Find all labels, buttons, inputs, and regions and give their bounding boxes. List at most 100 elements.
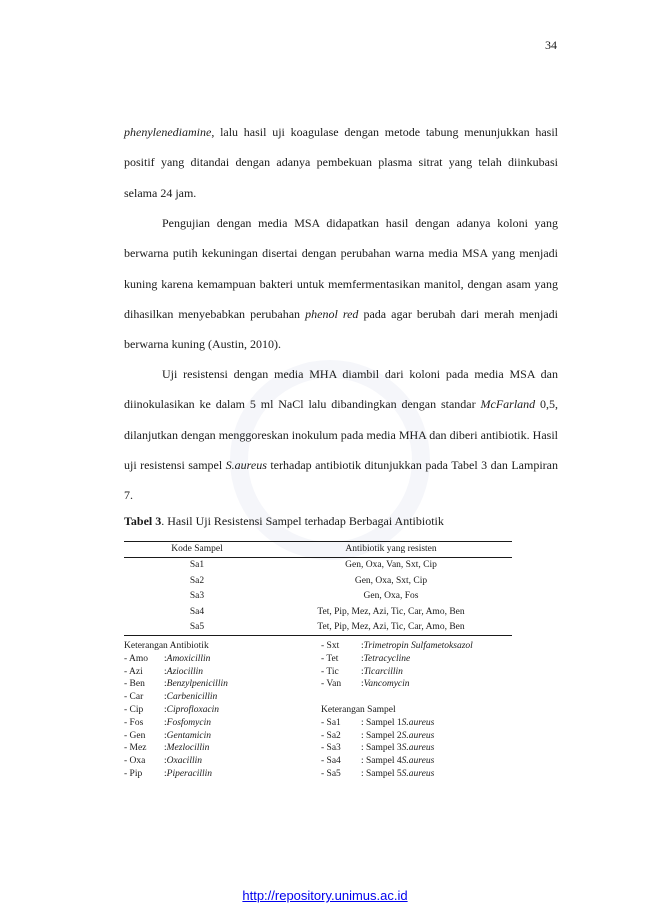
legend-sample-desc: : Sampel 3	[361, 743, 402, 754]
repository-link[interactable]: http://repository.unimus.ac.id	[242, 888, 408, 903]
legend-item: - Pip: Piperacillin	[124, 768, 314, 781]
table-header-row: Kode Sampel Antibiotik yang resisten	[124, 542, 512, 557]
legend-sample-item: - Sa4 : Sampel 4 S.aureus	[321, 755, 521, 768]
legend-name: Oxacillin	[166, 756, 202, 767]
legend-abbr: - Car	[124, 692, 144, 703]
paragraph-3: Uji resistensi dengan media MHA diambil …	[124, 359, 558, 510]
table-row: Sa1 Gen, Oxa, Van, Sxt, Cip	[124, 558, 512, 573]
header-sample-code: Kode Sampel	[171, 544, 223, 554]
legend-sep: :	[361, 653, 364, 664]
legend-item: - Gen: Gentamicin	[124, 730, 314, 743]
table-row: Sa3 Gen, Oxa, Fos	[124, 589, 512, 604]
legend-name: Amoxicillin	[166, 653, 211, 664]
legend-abbr: - Amo	[124, 653, 149, 664]
paragraph-text: , lalu hasil uji koagulase dengan metode…	[124, 125, 558, 200]
paragraph-2: Pengujian dengan media MSA didapatkan ha…	[124, 208, 558, 359]
legend-abbr: - Tic	[321, 666, 339, 677]
legend-item: - Cip: Ciprofloxacin	[124, 704, 314, 717]
legend-antibiotics-left: Keterangan Antibiotik - Amo: Amoxicillin…	[124, 640, 314, 781]
sample-code-cell: Sa3	[189, 591, 205, 602]
sample-code-cell: Sa5	[189, 621, 205, 632]
legend-antibiotic-title: Keterangan Antibiotik	[124, 641, 209, 651]
legend-name: Piperacillin	[166, 768, 213, 779]
legend-name: Ciprofloxacin	[166, 704, 220, 715]
italic-term: phenylenediamine	[124, 125, 212, 139]
legend-item: - Amo: Amoxicillin	[124, 653, 314, 666]
legend-sample-desc: : Sampel 4	[361, 756, 402, 767]
legend-item: - Tet: Tetracycline	[321, 653, 521, 666]
legend-species: S.aureus	[401, 743, 435, 754]
legend-abbr: - Sa3	[321, 743, 341, 754]
legend-name: Mezlocillin	[166, 743, 210, 754]
sample-code-cell: Sa4	[189, 606, 205, 617]
antibiotics-cell: Tet, Pip, Mez, Azi, Tic, Car, Amo, Ben	[317, 606, 465, 617]
legend-sample-title: Keterangan Sampel	[321, 704, 396, 715]
legend-item: - Van: Vancomycin	[321, 678, 521, 691]
legend-species: S.aureus	[401, 730, 435, 741]
legend-abbr: - Fos	[124, 717, 144, 728]
legend-abbr: - Sa4	[321, 756, 341, 767]
paragraph-text: Uji resistensi dengan media MHA diambil …	[124, 367, 558, 412]
legend-abbr: - Mez	[124, 743, 147, 754]
paragraph-text: pada agar berubah dari merah menjadi ber…	[124, 306, 559, 352]
legend-abbr: - Sxt	[321, 641, 340, 651]
page-number: 34	[545, 38, 557, 52]
legend-abbr: - Cip	[124, 704, 144, 715]
antibiotics-cell: Gen, Oxa, Van, Sxt, Cip	[345, 560, 437, 571]
italic-term: phenol red	[305, 306, 359, 321]
legend-antibiotics-right: - Sxt: Trimetropin Sulfametoksazol - Tet…	[321, 640, 521, 781]
legend-sample-desc: : Sampel 5	[361, 768, 402, 779]
resistance-table: Kode Sampel Antibiotik yang resisten Sa1…	[124, 541, 512, 637]
header-resistant-antibiotics: Antibiotik yang resisten	[345, 544, 437, 554]
legend-sep: :	[164, 768, 167, 779]
legend-species: S.aureus	[401, 717, 435, 728]
legend-item: - Azi: Aziocillin	[124, 666, 314, 679]
table-row: Sa5 Tet, Pip, Mez, Azi, Tic, Car, Amo, B…	[124, 620, 512, 635]
legend-species: S.aureus	[401, 756, 435, 767]
legend-sample-item: - Sa2 : Sampel 2 S.aureus	[321, 730, 521, 743]
legend-name: Tetracycline	[363, 653, 411, 664]
legend-item: - Oxa: Oxacillin	[124, 755, 314, 768]
paragraph-text: Pengujian dengan media MSA didapatkan ha…	[124, 216, 558, 321]
paragraph-text: 0,5, dilanjutkan dengan menggoreskan ino…	[124, 397, 559, 472]
sample-code-cell: Sa2	[189, 575, 205, 586]
legend-item: - Ben: Benzylpenicillin	[124, 678, 314, 691]
legend-item: - Tic: Ticarcillin	[321, 666, 521, 679]
legend-abbr: - Sa2	[321, 730, 341, 741]
paragraph-1: phenylenediamine, lalu hasil uji koagula…	[124, 117, 558, 208]
legend-sample-item: - Sa3 : Sampel 3 S.aureus	[321, 742, 521, 755]
legend-item: - Car: Carbenicillin	[124, 691, 314, 704]
legend-sep: :	[164, 679, 167, 690]
legend-sep: :	[164, 666, 167, 677]
table-label: Tabel 3	[124, 514, 162, 528]
legend-sep: :	[164, 653, 167, 664]
sample-code-cell: Sa1	[189, 560, 205, 571]
legend-abbr: - Gen	[124, 730, 146, 741]
legend-sep: :	[164, 730, 167, 741]
legend-name: Ticarcillin	[363, 666, 403, 677]
legend-abbr: - Oxa	[124, 756, 146, 767]
antibiotics-cell: Tet, Pip, Mez, Azi, Tic, Car, Amo, Ben	[317, 621, 465, 632]
table-caption: Tabel 3. Hasil Uji Resistensi Sampel ter…	[124, 514, 444, 529]
legend-name: Carbenicillin	[166, 692, 218, 703]
legend-name: Trimetropin Sulfametoksazol	[363, 641, 473, 651]
table-row: Sa4 Tet, Pip, Mez, Azi, Tic, Car, Amo, B…	[124, 605, 512, 620]
legend-abbr: - Sa1	[321, 717, 341, 728]
legend-item: - Fos: Fosfomycin	[124, 717, 314, 730]
legend-sample-item: - Sa5: Sampel 5 S.aureus	[321, 768, 521, 781]
legend-name: Fosfomycin	[166, 717, 211, 728]
legend-sep: :	[361, 666, 364, 677]
legend-item: - Sxt: Trimetropin Sulfametoksazol	[321, 640, 521, 653]
italic-term: S.aureus	[225, 457, 267, 472]
legend-sep: :	[361, 679, 364, 690]
legend-sep: :	[361, 641, 364, 651]
legend-name: Gentamicin	[166, 730, 211, 741]
legend-abbr: - Ben	[124, 679, 145, 690]
legend-sep: :	[164, 704, 167, 715]
legend-sample-desc: : Sampel 1	[361, 717, 402, 728]
legend-name: Benzylpenicillin	[166, 679, 228, 690]
legend-abbr: - Azi	[124, 666, 143, 677]
italic-term: McFarland	[480, 397, 536, 412]
legend-sample-desc: : Sampel 2	[361, 730, 402, 741]
legend-sep: :	[164, 756, 167, 767]
